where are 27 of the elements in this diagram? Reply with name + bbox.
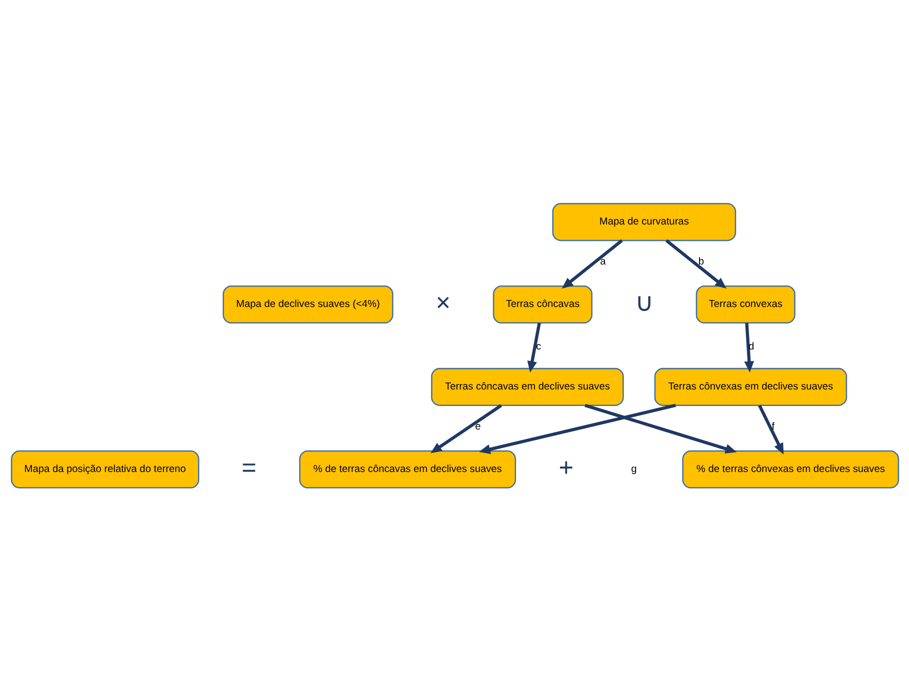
node-box: Mapa de declives suaves (<4%) bbox=[222, 284, 393, 324]
node-box: % de terras côncavas em declives suaves bbox=[298, 450, 516, 488]
node-box: Mapa de curvaturas bbox=[552, 202, 736, 241]
label: ∪ bbox=[634, 288, 653, 316]
node-box: Terras côncavas bbox=[492, 284, 592, 324]
edge-label: e bbox=[474, 420, 480, 432]
edge-label: f bbox=[771, 420, 774, 432]
arrow bbox=[664, 238, 726, 288]
label: + bbox=[558, 453, 574, 482]
arrow bbox=[430, 404, 502, 453]
label: g bbox=[630, 463, 636, 474]
node-box: Terras convexas bbox=[695, 284, 795, 324]
label: × bbox=[435, 288, 450, 316]
arrow bbox=[478, 403, 676, 454]
edge-label: b bbox=[698, 256, 704, 267]
node-box: % de terras cônvexas em declives suaves bbox=[682, 450, 899, 488]
arrow bbox=[561, 238, 622, 288]
edge-label: c bbox=[536, 340, 541, 352]
arrow bbox=[584, 403, 736, 454]
arrow bbox=[744, 322, 754, 372]
arrow bbox=[526, 322, 540, 372]
label: = bbox=[241, 453, 256, 482]
node-box: Terras cônvexas em declives suaves bbox=[654, 367, 847, 406]
edge-label: a bbox=[600, 256, 606, 267]
node-box: Terras côncavas em declives suaves bbox=[430, 367, 624, 406]
arrow bbox=[758, 404, 784, 454]
node-box: Mapa da posição relativa do terreno bbox=[10, 450, 199, 488]
